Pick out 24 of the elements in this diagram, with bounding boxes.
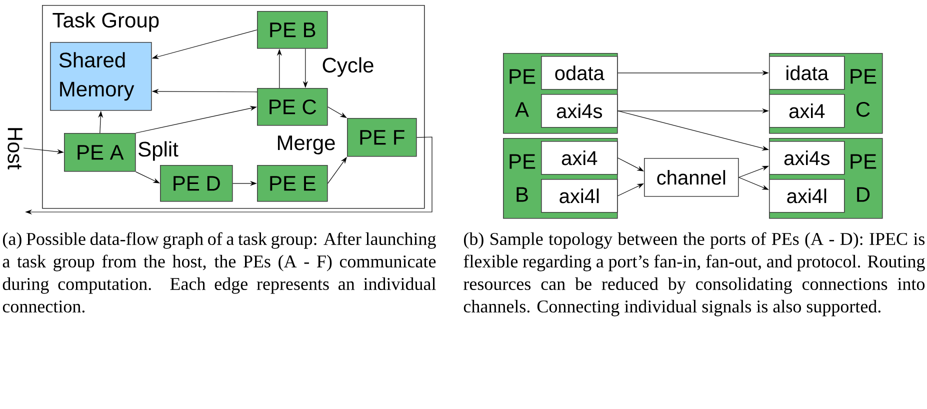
process-box: PE D: [160, 165, 233, 202]
host-label: Host: [8, 128, 22, 170]
port-box: axi4: [769, 94, 845, 128]
port-box: odata: [541, 56, 618, 90]
caption: (b) Sample topology between the ports of PEs (A - D): IPEC is flexible regarding a port’s fan-in, fan-out, and protocol. Routing resources can be reduced by consolidating connections into channels. Connecting individual signals is also supported.: [464, 232, 925, 316]
port-box: idata: [769, 56, 845, 90]
channel-box: channel: [644, 158, 739, 197]
process-box: PE F: [347, 118, 417, 157]
arrow: [328, 106, 347, 118]
process-box: PE C: [257, 88, 328, 126]
pattern-label: Cycle: [322, 57, 374, 77]
group-title: Task Group: [52, 12, 159, 32]
process-box: PE A: [64, 133, 136, 172]
memory-box: Shared Memory: [50, 42, 152, 111]
port-box: axi4: [541, 141, 618, 175]
pattern-label: Split: [138, 141, 178, 161]
process-box: PE E: [257, 165, 328, 202]
pattern-label: Merge: [278, 136, 335, 154]
port-box: axi4l: [541, 179, 618, 213]
port-box: axi4l: [769, 179, 845, 213]
port-box: axi4s: [769, 141, 845, 175]
process-box: PE B: [257, 11, 328, 49]
caption: (a) Possible data-flow graph of a task group: After launching a task group from the host, the PEs (A - F) communicate during computation. Each edge represents an individual connection.: [2, 232, 436, 313]
port-box: axi4s: [541, 94, 618, 128]
